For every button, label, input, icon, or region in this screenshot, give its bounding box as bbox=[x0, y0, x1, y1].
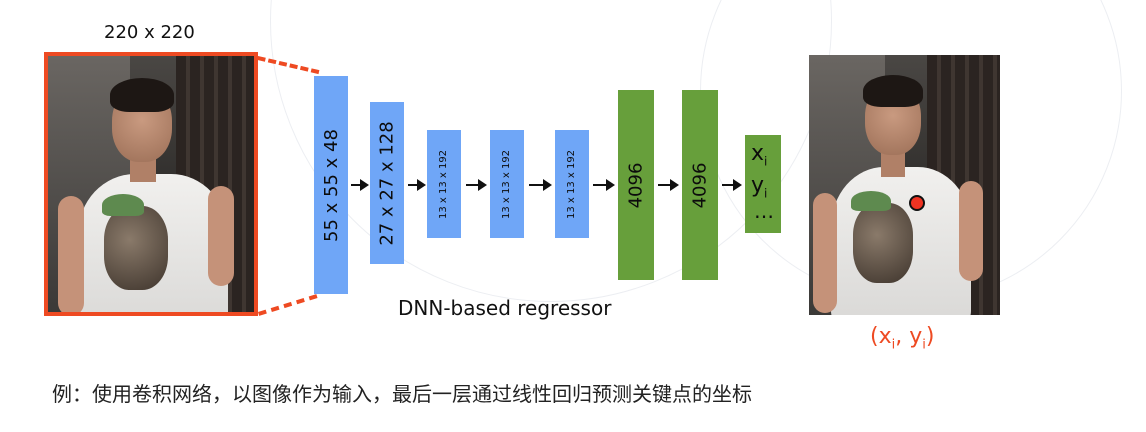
caption: 例：使用卷积网络，以图像作为输入，最后一层通过线性回归预测关键点的坐标 bbox=[52, 382, 752, 406]
arrow-4 bbox=[529, 179, 552, 191]
conv-layer-5: 13 x 13 x 192 bbox=[555, 130, 589, 238]
projection-line-bottom bbox=[258, 294, 318, 316]
arrow-2 bbox=[408, 179, 426, 191]
input-image bbox=[44, 52, 258, 316]
regressor-label: DNN-based regressor bbox=[398, 296, 612, 320]
conv-layer-1: 55 x 55 x 48 bbox=[314, 76, 348, 294]
arrow-6 bbox=[658, 179, 679, 191]
input-size-label: 220 x 220 bbox=[104, 22, 195, 43]
arrow-1 bbox=[351, 179, 369, 191]
output-layer: xi yi … bbox=[745, 135, 781, 233]
conv-layer-4: 13 x 13 x 192 bbox=[490, 130, 524, 238]
arrow-5 bbox=[593, 179, 615, 191]
coordinate-label: (xi, yi) bbox=[870, 324, 935, 353]
output-image bbox=[809, 55, 1000, 315]
arrow-3 bbox=[466, 179, 487, 191]
conv-layer-3: 13 x 13 x 192 bbox=[427, 130, 461, 238]
fc-layer-1: 4096 bbox=[618, 90, 654, 280]
keypoint-marker bbox=[909, 195, 925, 211]
output-y: yi bbox=[751, 173, 768, 201]
output-x: xi bbox=[751, 141, 768, 169]
output-ellipsis: … bbox=[754, 199, 774, 223]
fc-layer-2: 4096 bbox=[682, 90, 718, 280]
arrow-7 bbox=[722, 179, 742, 191]
conv-layer-2: 27 x 27 x 128 bbox=[370, 102, 404, 264]
